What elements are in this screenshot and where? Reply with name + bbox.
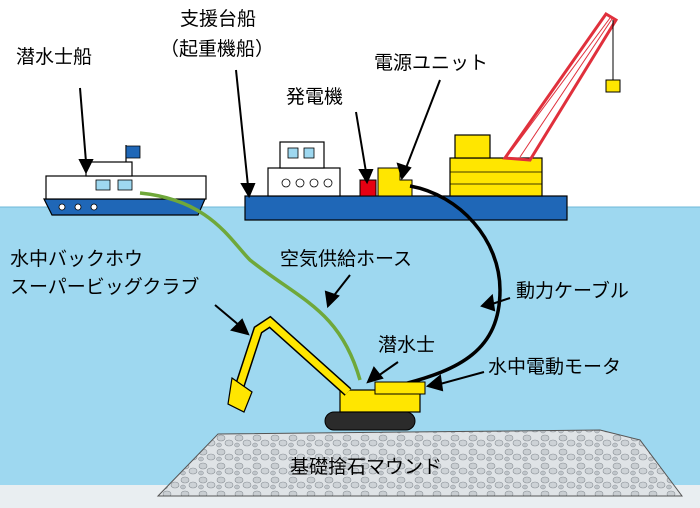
label-diver-boat: 潜水士船 bbox=[16, 46, 93, 68]
diver-boat bbox=[43, 145, 207, 216]
label-generator: 発電機 bbox=[286, 86, 344, 108]
label-air-supply-hose: 空気供給ホース bbox=[280, 248, 413, 270]
label-support-barge-line2: （起重機船） bbox=[160, 38, 275, 60]
power-cable bbox=[399, 184, 502, 387]
support-barge bbox=[244, 11, 621, 221]
label-underwater-backhoe-line1: 水中バックホウ bbox=[10, 248, 144, 270]
label-support-barge-line1: 支援台船 bbox=[180, 8, 257, 30]
air-supply-hose bbox=[139, 191, 362, 381]
label-power-unit: 電源ユニット bbox=[374, 52, 489, 74]
underwater-excavator bbox=[227, 315, 426, 431]
rubble-mound bbox=[156, 429, 683, 497]
label-underwater-backhoe-line2: スーパービッグクラブ bbox=[10, 276, 200, 298]
generator-box bbox=[359, 179, 377, 197]
label-arrows bbox=[78, 69, 511, 392]
label-diver: 潜水士 bbox=[378, 334, 436, 356]
label-underwater-motor: 水中電動モータ bbox=[488, 356, 622, 378]
label-power-cable: 動力ケーブル bbox=[516, 280, 629, 302]
label-rubble-mound: 基礎捨石マウンド bbox=[290, 456, 443, 478]
